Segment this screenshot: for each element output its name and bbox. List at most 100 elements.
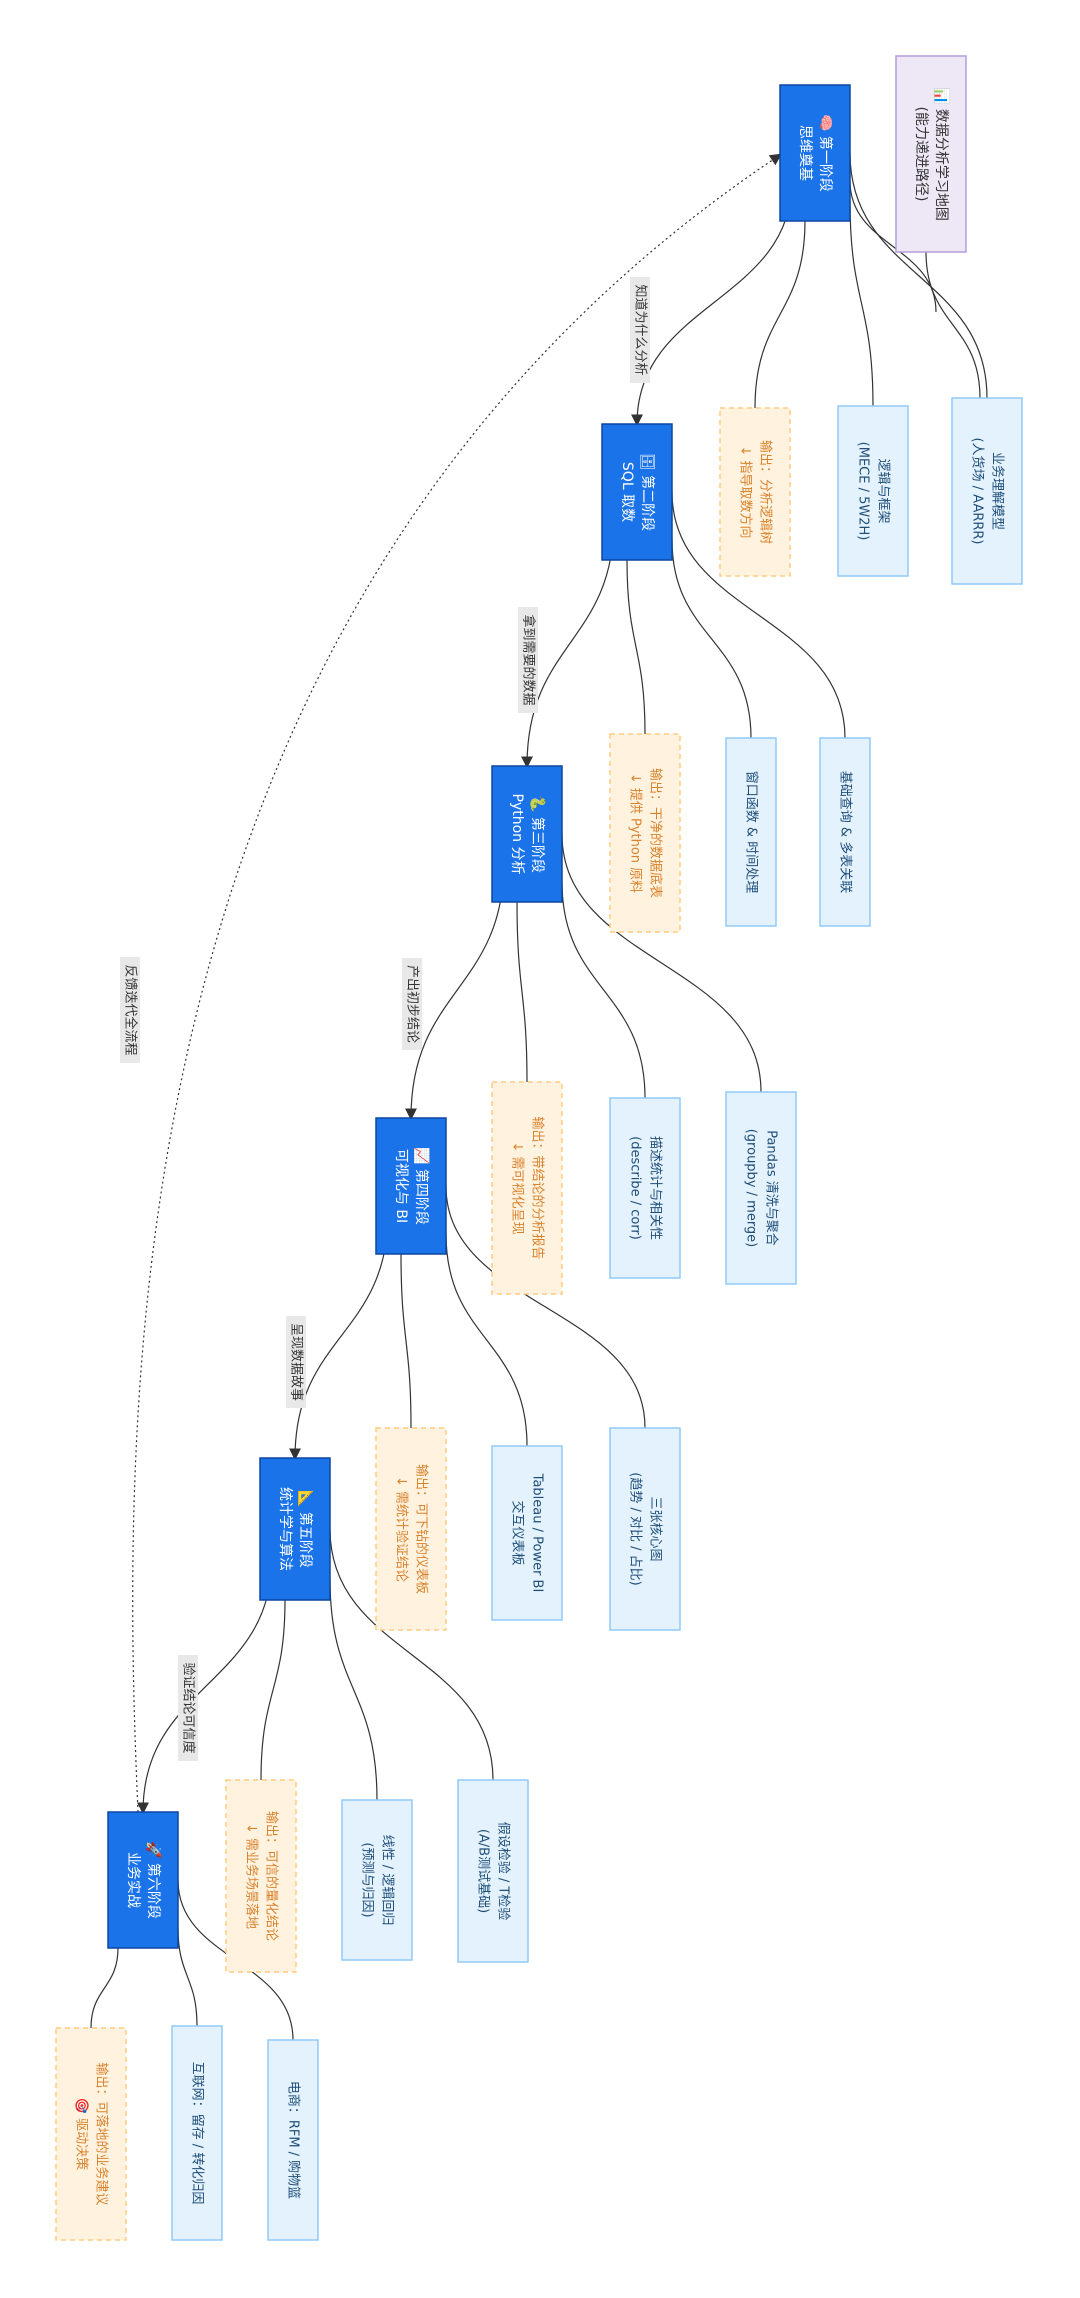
stage-2-output-text-1: 输出：干净的数据底表 — [648, 768, 664, 898]
edge-stage-2-output — [626, 559, 646, 735]
edge-stage-4-child-1 — [445, 1185, 646, 1429]
edge-stage-5-output — [260, 1599, 286, 1781]
stage-1-child-2: 逻辑与框架 (MECE / 5W2H) — [837, 405, 909, 577]
edge-stage-3-child-1 — [561, 833, 762, 1093]
stage-5-child-1: 假设检验 / T检验 (A/B测试基础) — [457, 1779, 529, 1963]
edge-stage-1-child-1 — [849, 152, 988, 399]
edge-title-child — [925, 251, 981, 399]
edge-label-2: 拿到需要的数据 — [518, 607, 538, 713]
stage-5-node-text-1: 📐 第五阶段 — [297, 1490, 314, 1568]
stage-6-child-1: 电商：RFM / 购物篮 — [267, 2039, 319, 2241]
edge-stage-3-child-2 — [561, 881, 646, 1099]
stage-1-child-2-text-1: 逻辑与框架 — [876, 458, 891, 523]
stage-5-output-text-1: 输出：可信的量化结论 — [264, 1811, 280, 1941]
stage-5-child-2-text-2: (预测与归因) — [360, 1842, 375, 1917]
title-node-text-1: 📊 数据分析学习地图 — [933, 87, 950, 221]
edge-stage-6-output — [90, 1947, 119, 2029]
stage-3-output-text-1: 输出：带结论的分析报告 — [530, 1116, 546, 1259]
stage-2-output: 输出：干净的数据底表↓ 提供 Python 原料 — [609, 733, 681, 933]
edges-layer — [90, 152, 988, 2041]
feedback-label: 反馈迭代全流程 — [120, 957, 140, 1063]
stage-3-child-2-text-1: 描述统计与相关性 — [648, 1136, 663, 1240]
title-node: 📊 数据分析学习地图(能力递进路径) — [895, 55, 967, 253]
stage-1-node-text-1: 🧠 第一阶段 — [817, 114, 834, 192]
edge-label-3: 产出初步结论 — [402, 958, 422, 1050]
title-node-text-2: (能力递进路径) — [913, 107, 929, 202]
stage-4-output: 输出：可下钻的仪表板↓ 需统计验证结论 — [375, 1427, 447, 1631]
stage-2-node-text-2: SQL 取数 — [619, 462, 635, 522]
edge-stage-1-output — [754, 220, 806, 409]
stage-1-node-text-2: 思维奠基 — [797, 125, 814, 181]
stage-5-child-1-text-2: (A/B测试基础) — [476, 1829, 491, 1913]
svg-text:知道为什么分析: 知道为什么分析 — [633, 284, 649, 375]
stage-2-output-text-2: ↓ 提供 Python 原料 — [628, 773, 644, 893]
stage-5-node-text-2: 统计学与算法 — [277, 1487, 293, 1571]
stage-6-output-text-1: 输出：可落地的业务建议 — [94, 2062, 110, 2205]
stage-1-output-text-1: 输出：分析逻辑树 — [758, 440, 774, 544]
edge-stage1-title — [849, 180, 937, 313]
edge-stage-4-child-2 — [445, 1233, 528, 1447]
stage-5-child-2-text-1: 线性 / 逻辑回归 — [380, 1835, 395, 1926]
stage-2-node-text-1: 🗄 第二阶段 — [639, 453, 656, 531]
stage-4-child-2-text-2: 交互仪表板 — [510, 1500, 526, 1565]
stage-6-output: 输出：可落地的业务建议🎯 驱动决策 — [55, 2027, 127, 2241]
stage-6-output-text-2: 🎯 驱动决策 — [74, 2098, 90, 2170]
stage-4-child-2-text-1: Tableau / Power BI — [530, 1473, 545, 1593]
stage-1-child-1: 业务理解模型(人货场 / AARRR) — [951, 397, 1023, 585]
stage-1-output: 输出：分析逻辑树↓ 指导取数方向 — [719, 407, 791, 577]
stage-3-output-text-2: ↓ 需可视化呈现 — [510, 1141, 525, 1234]
stage-1-child-1-text-1: 业务理解模型 — [990, 452, 1006, 530]
stage-2-child-1-text-1: 基础查询 & 多表关联 — [838, 771, 854, 893]
stage-2-child-2-text-1: 窗口函数 & 时间处理 — [744, 771, 760, 893]
stage-1-child-1-text-2: (人货场 / AARRR) — [970, 437, 986, 544]
svg-text:验证结论可信度: 验证结论可信度 — [181, 1662, 197, 1753]
edge-stage-5-child-2 — [329, 1578, 378, 1801]
stage-3-node-text-1: 🐍 第三阶段 — [529, 795, 546, 873]
edge-stage-2-child-2 — [671, 539, 752, 739]
stage-6-node-text-2: 业务实战 — [125, 1852, 141, 1908]
edge-stage-3-output — [516, 901, 528, 1083]
stage-3-output: 输出：带结论的分析报告 ↓ 需可视化呈现 — [491, 1081, 563, 1295]
svg-text:反馈迭代全流程: 反馈迭代全流程 — [123, 964, 139, 1055]
edge-stage-1-to-2 — [631, 180, 793, 427]
edge-stage-4-output — [400, 1253, 412, 1429]
stage-1-output-text-2: ↓ 指导取数方向 — [738, 445, 754, 538]
stage-4-child-2: Tableau / Power BI 交互仪表板 — [491, 1445, 563, 1621]
edge-feedback-loop — [132, 153, 782, 1813]
edge-stage-2-to-3 — [521, 519, 615, 769]
edge-stage-1-child-2 — [849, 200, 874, 407]
stage-6-child-2: 互联网：留存 / 转化归因 — [171, 2025, 223, 2241]
stage-5-child-1-text-1: 假设检验 / T检验 — [496, 1822, 512, 1921]
stage-3-node-text-2: Python 分析 — [509, 794, 525, 875]
stage-6-child-2-text-1: 互联网：留存 / 转化归因 — [190, 2062, 205, 2205]
stage-3-child-2-text-2: (describe / corr) — [628, 1136, 643, 1240]
edge-stage-5-to-6 — [137, 1557, 273, 1815]
svg-text:产出初步结论: 产出初步结论 — [405, 965, 420, 1043]
stage-4-child-1-text-2: (趋势 / 对比 / 占比) — [628, 1472, 644, 1585]
stage-1-child-2-text-2: (MECE / 5W2H) — [856, 442, 871, 541]
stage-4-child-1: 三张核心图 (趋势 / 对比 / 占比) — [609, 1427, 681, 1631]
stage-4-output-text-2: ↓ 需统计验证结论 — [394, 1476, 410, 1582]
stage-3-child-1-text-2: (groupby / merge) — [744, 1129, 759, 1248]
svg-text:呈现数据故事: 呈现数据故事 — [289, 1323, 304, 1401]
edge-stage-4-to-5 — [289, 1213, 389, 1461]
stage-4-node-text-2: 可视化与 BI — [393, 1149, 409, 1223]
stage-3-child-1-text-1: Pandas 清洗与聚合 — [764, 1130, 779, 1246]
stage-3-child-2: 描述统计与相关性 (describe / corr) — [609, 1097, 681, 1279]
stage-5-output: 输出：可信的量化结论↓ 需业务场景落地 — [225, 1779, 297, 1973]
stage-3-child-1: Pandas 清洗与聚合 (groupby / merge) — [725, 1091, 797, 1285]
stage-5-output-text-2: ↓ 需业务场景落地 — [244, 1823, 260, 1929]
stage-4-child-1-text-1: 三张核心图 — [648, 1496, 663, 1561]
stage-4-node-text-1: 📈 第四阶段 — [413, 1147, 430, 1225]
edge-label-4: 呈现数据故事 — [286, 1316, 306, 1408]
stage-4-output-text-1: 输出：可下钻的仪表板 — [414, 1464, 430, 1594]
svg-text:拿到需要的数据: 拿到需要的数据 — [521, 614, 537, 705]
edge-stage-3-to-4 — [405, 861, 505, 1121]
